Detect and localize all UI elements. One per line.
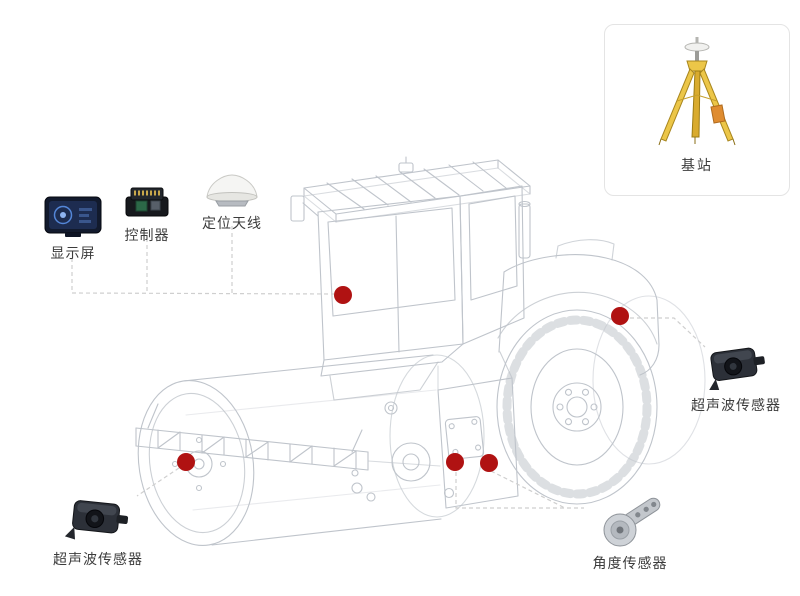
connector-lines [71,226,706,509]
component-display: 显示屏 [38,196,108,263]
antenna-label: 定位天线 [202,215,262,231]
ultrasonic-sensor-icon [709,347,765,390]
connector-ultrasonic-left [136,467,180,497]
articulation-frame [351,351,519,509]
rear-body [497,200,706,465]
scraper-bar [135,403,441,471]
component-ultrasonic-right: 超声波传感器 [690,338,782,415]
display-label: 显示屏 [50,245,96,261]
marker-cab [334,286,352,304]
marker-frame-left [446,453,464,471]
roller-machine-line-art [135,156,706,547]
ultrasonic-left-label: 超声波传感器 [53,551,143,567]
gnss-antenna-icon [206,174,258,207]
angle-sensor-label: 角度传感器 [592,555,668,571]
base-station-card: 基站 [604,24,790,196]
connector-ultrasonic-right [630,317,706,348]
cab [290,156,531,401]
sensor-markers [177,286,629,472]
component-ultrasonic-left: 超声波传感器 [50,490,146,569]
rear-wheel [496,309,658,505]
display-screen-icon [44,196,102,237]
controller-icon [125,187,169,217]
component-angle-sensor: 角度传感器 [586,490,674,573]
ultrasonic-right-label: 超声波传感器 [691,397,781,413]
controller-label: 控制器 [124,227,170,243]
ultrasonic-sensor-icon [65,500,129,540]
base-station-tripod-icon [658,37,736,146]
marker-rear-wheel [611,307,629,325]
component-antenna: 定位天线 [198,172,266,233]
drum [137,354,485,547]
base-station-label: 基站 [681,157,713,173]
connector-angle-a [455,472,584,509]
marker-drum [177,453,195,471]
connector-group-to-cab-marker [71,292,335,295]
component-controller: 控制器 [114,184,180,245]
angle-sensor-icon [603,497,661,547]
marker-frame-right [480,454,498,472]
